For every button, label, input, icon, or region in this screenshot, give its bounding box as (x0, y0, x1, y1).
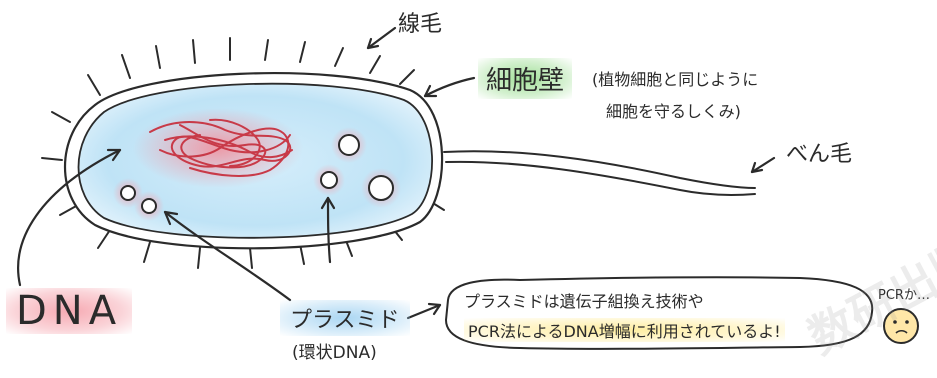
note-line-1: プラスミドは遺伝子組換え技術や (464, 288, 704, 312)
cell-wall-note-line-1: (植物細胞と同じように (592, 66, 758, 90)
note-line-2: PCR法によるDNA増幅に利用されているよ! (464, 318, 785, 342)
pili-label: 線毛 (398, 6, 442, 38)
cell-wall-label: 細胞壁 (478, 58, 572, 99)
dna-nucleoid (133, 108, 303, 188)
plasmid-label: プラスミド (280, 300, 410, 336)
flagellum (444, 151, 755, 195)
cell-wall-note-line-2: 細胞を守るしくみ) (606, 98, 741, 122)
dna-label: DNA (6, 288, 132, 334)
plasmid-sub-label: (環状DNA) (292, 338, 377, 363)
flagellum-label: べん毛 (786, 136, 852, 168)
